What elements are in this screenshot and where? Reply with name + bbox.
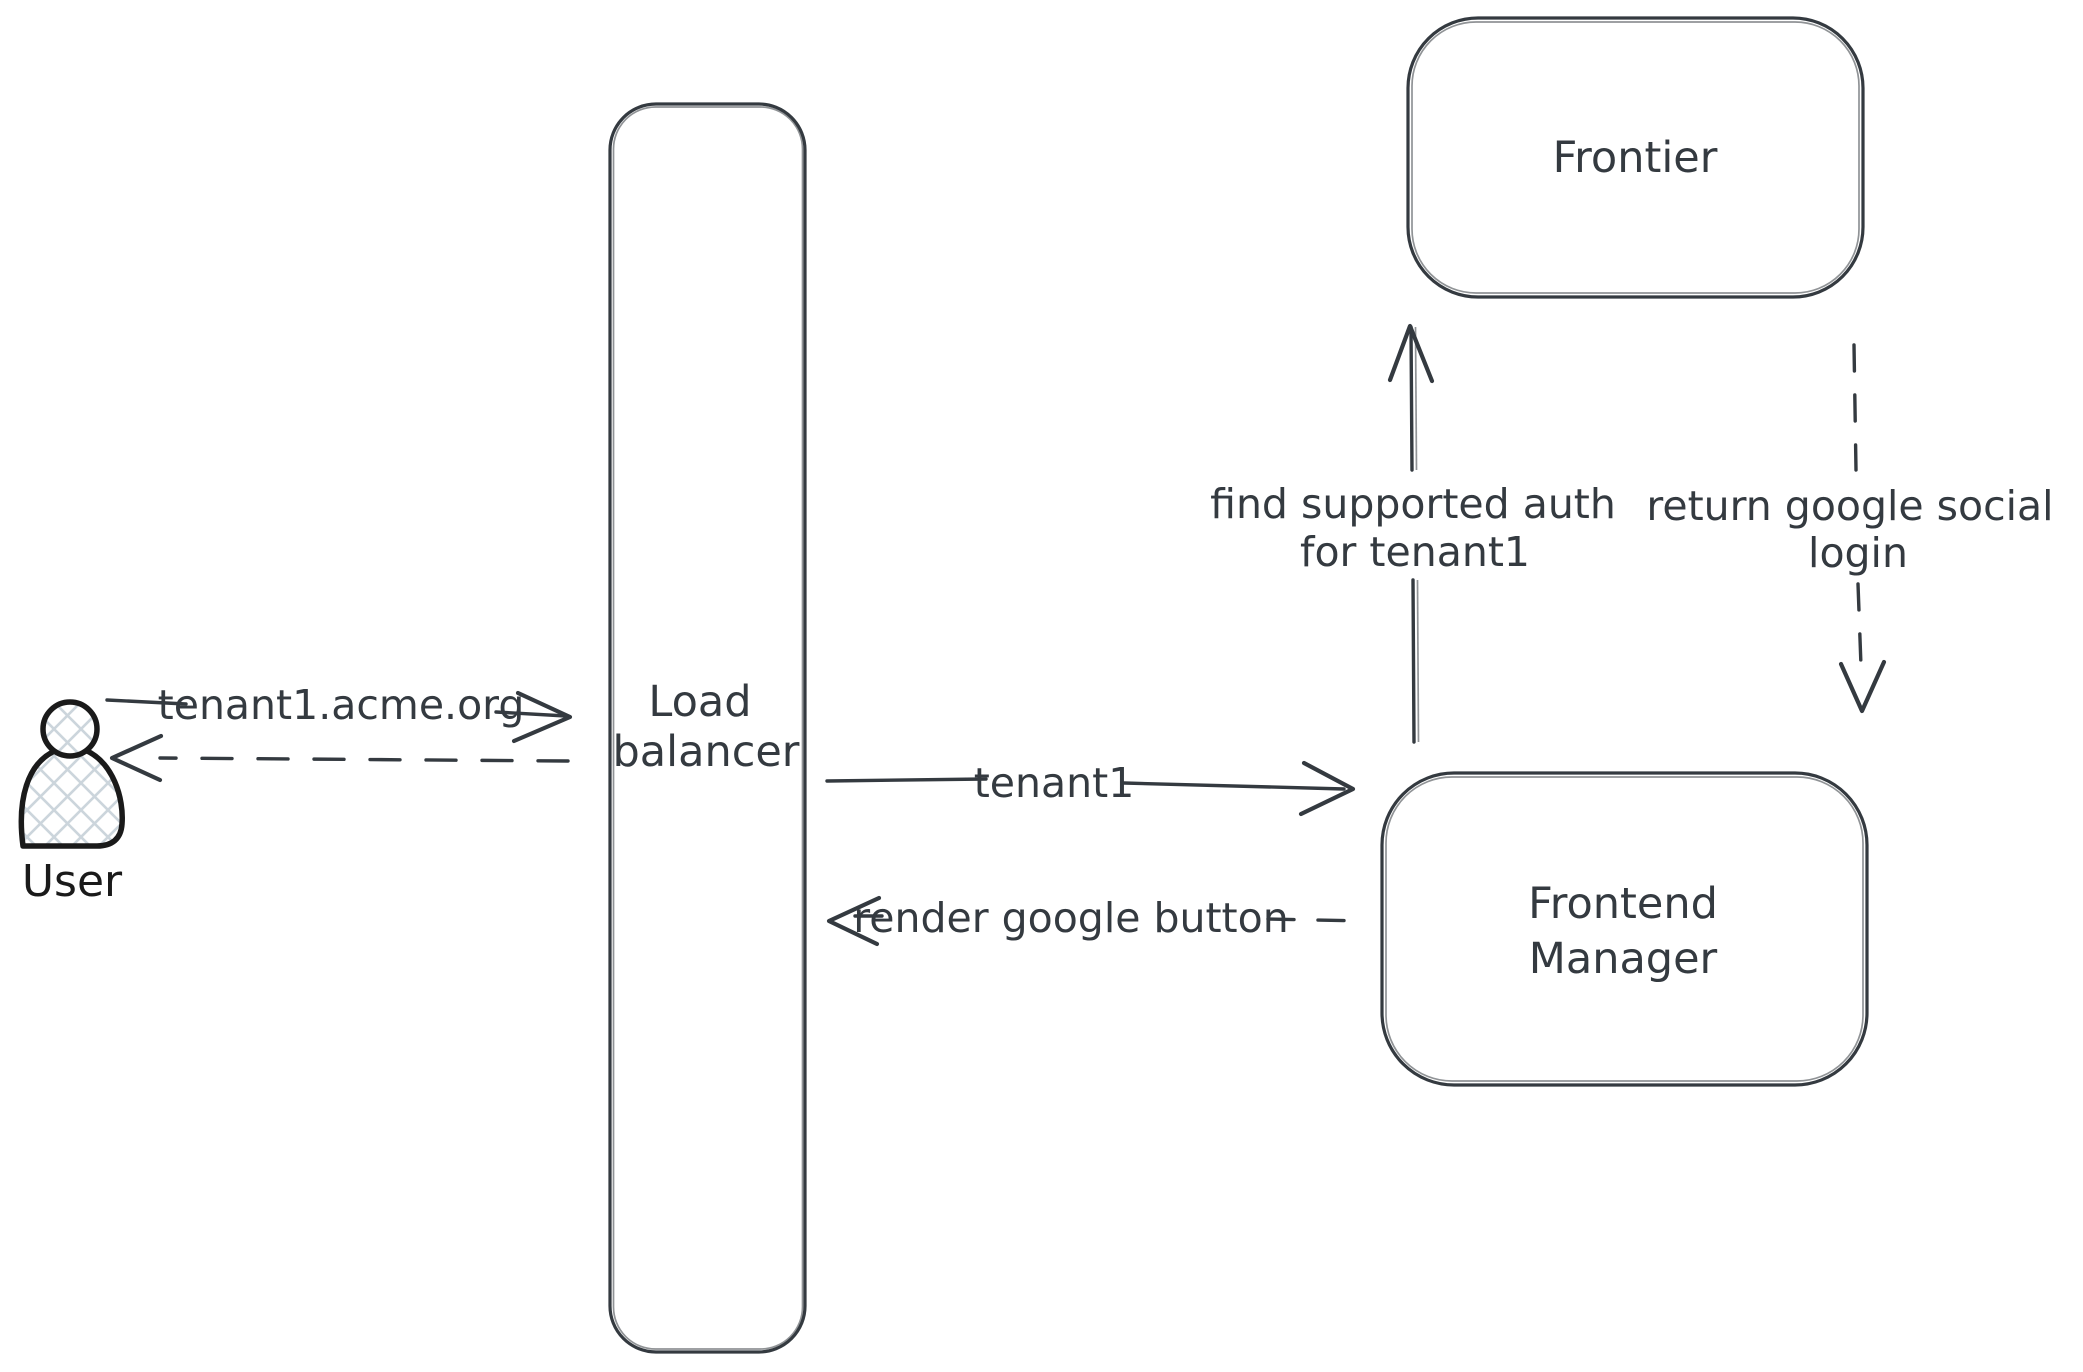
arrow-line-segment <box>825 777 988 783</box>
arrow-head-left <box>826 895 882 947</box>
arrow-load-balancer-to-user-dashed <box>109 733 570 783</box>
arrow-label-render-google-button: render google button <box>853 894 1288 942</box>
frontend-manager-node: Frontend Manager <box>1380 771 1869 1087</box>
arrow-head-up <box>1387 323 1435 384</box>
arrow-load-balancer-to-frontend-manager: tenant1 <box>825 759 1356 817</box>
arrow-head-right <box>511 690 573 744</box>
arrow-line-segment <box>105 698 188 706</box>
person-body <box>18 745 125 849</box>
frontend-manager-label-line2: Manager <box>1529 934 1718 984</box>
user-actor: User <box>18 699 125 907</box>
arrow-line-segment <box>494 710 568 718</box>
arrow-line-segment <box>1411 578 1416 744</box>
arrow-head-left <box>109 733 164 783</box>
arrow-label-tenant1: tenant1 <box>974 759 1135 807</box>
load-balancer-box <box>608 102 807 1354</box>
arrow-label-find-supported-auth-line1: find supported auth <box>1210 480 1616 528</box>
frontier-box-sketch-stroke <box>1411 21 1860 294</box>
user-label: User <box>22 856 123 907</box>
arrow-label-return-google-social-line1: return google social <box>1646 482 2053 530</box>
frontend-manager-label-line1: Frontend <box>1528 879 1718 929</box>
frontier-label: Frontier <box>1553 133 1718 183</box>
arrow-dashed-line <box>1266 917 1366 923</box>
arrow-dashed-line <box>158 756 570 763</box>
load-balancer-box-sketch-stroke <box>612 106 804 1350</box>
arrow-head-right <box>1298 760 1356 817</box>
frontend-manager-box-sketch-stroke <box>1385 776 1864 1082</box>
arrow-line-segment <box>1122 781 1346 791</box>
person-head <box>40 699 100 759</box>
arrow-frontend-manager-to-load-balancer-dashed: render google button <box>826 894 1366 947</box>
arrow-sketch-stroke <box>1414 326 1418 471</box>
arrow-head-down <box>1838 659 1887 714</box>
load-balancer-label-line2: balancer <box>613 727 800 777</box>
arrow-label-tenant1-acme-org: tenant1.acme.org <box>158 681 525 729</box>
arrow-sketch-stroke <box>1416 579 1420 743</box>
arrow-dashed-line <box>1852 343 1858 472</box>
person-icon <box>18 699 125 849</box>
arrow-label-find-supported-auth-line2: for tenant1 <box>1300 528 1530 576</box>
frontier-node: Frontier <box>1406 16 1865 299</box>
arrow-frontend-manager-to-frontier: find supported auth for tenant1 <box>1210 323 1616 744</box>
frontend-manager-box <box>1380 771 1869 1087</box>
arrow-label-return-google-social-line2: login <box>1808 529 1908 577</box>
arrow-user-to-load-balancer: tenant1.acme.org <box>105 681 573 744</box>
arrow-line-segment <box>1409 325 1414 472</box>
arrow-dashed-line <box>1856 582 1863 668</box>
load-balancer-node: Load balancer <box>608 102 807 1354</box>
load-balancer-label-line1: Load <box>648 677 751 727</box>
arrow-frontier-to-frontend-manager-dashed: return google social login <box>1646 343 2054 714</box>
frontier-box <box>1406 16 1865 299</box>
